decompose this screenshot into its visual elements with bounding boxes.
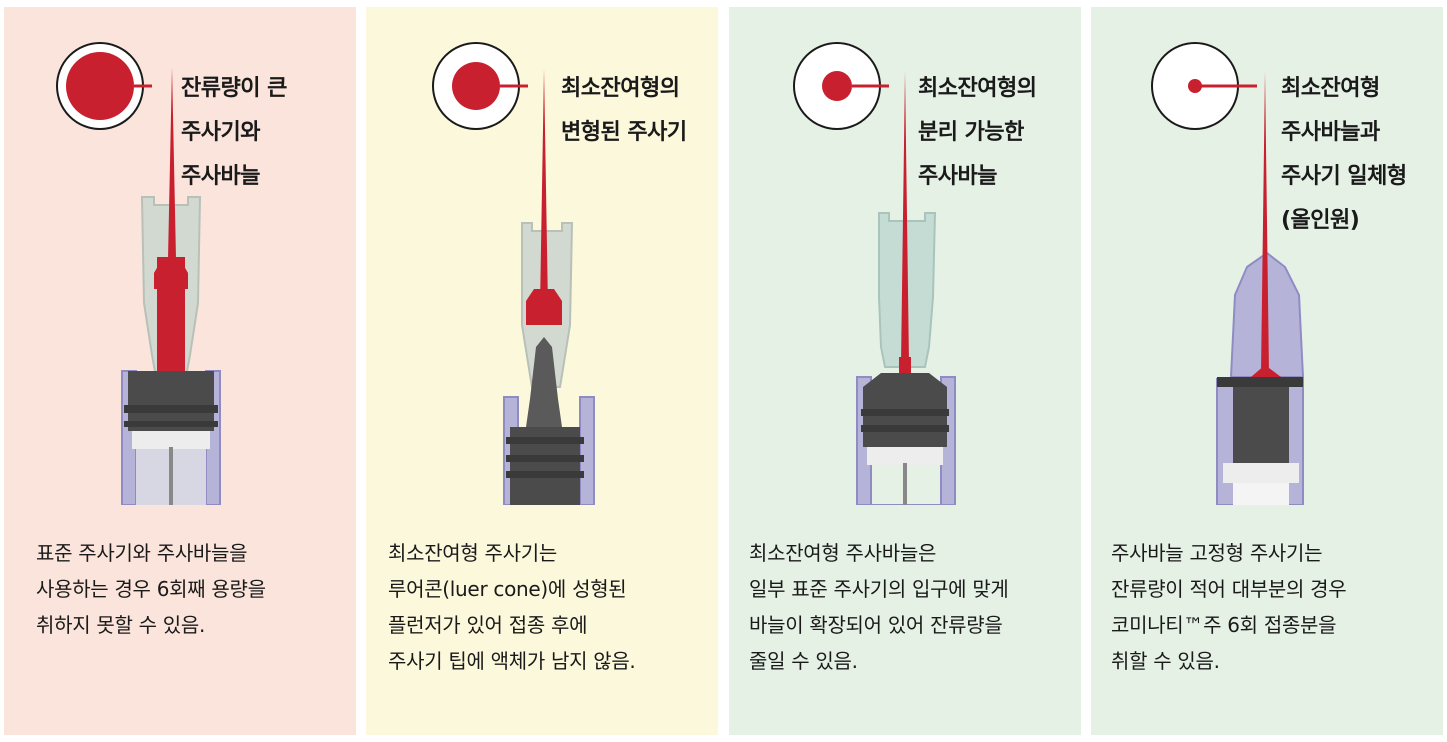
syringe-illustration [4, 7, 356, 505]
desc-line: 코미나티™주 6회 접종분을 [1111, 613, 1337, 637]
label-line: 주사바늘과 [1281, 120, 1380, 145]
label-line: 주사바늘 [918, 164, 997, 189]
panel-description: 주사바늘 고정형 주사기는 잔류량이 적어 대부분의 경우 코미나티™주 6회 … [1111, 535, 1347, 679]
panel-label: 최소잔여형의 변형된 주사기 [561, 67, 687, 155]
desc-line: 일부 표준 주사기의 입구에 맞게 [749, 577, 1009, 601]
label-line: 최소잔여형 [1281, 76, 1380, 101]
panel-description: 최소잔여형 주사바늘은 일부 표준 주사기의 입구에 맞게 바늘이 확장되어 있… [749, 535, 1009, 679]
label-line: 최소잔여형의 [561, 76, 680, 101]
syringe-illustration [366, 7, 718, 505]
desc-line: 루어콘(luer cone)에 성형된 [388, 577, 627, 601]
label-line: 잔류량이 큰 [181, 76, 287, 101]
desc-line: 플런저가 있어 접종 후에 [388, 613, 588, 637]
label-line: 주사바늘 [181, 164, 260, 189]
desc-line: 취할 수 있음. [1111, 649, 1220, 673]
desc-line: 주사기 팁에 액체가 남지 않음. [388, 649, 636, 673]
desc-line: 최소잔여형 주사기는 [388, 541, 557, 565]
desc-line: 줄일 수 있음. [749, 649, 858, 673]
panel-modified-syringe: 최소잔여형의 변형된 주사기 최소잔여형 주사기는 루어콘(luer cone)… [366, 7, 718, 735]
panel-description: 표준 주사기와 주사바늘을 사용하는 경우 6회째 용량을 취하지 못할 수 있… [36, 535, 266, 643]
label-line: 변형된 주사기 [561, 120, 687, 145]
syringe-illustration [1091, 7, 1443, 505]
desc-line: 취하지 못할 수 있음. [36, 613, 206, 637]
label-line: (올인원) [1281, 208, 1360, 233]
panel-label: 최소잔여형 주사바늘과 주사기 일체형 (올인원) [1281, 67, 1407, 243]
desc-line: 표준 주사기와 주사바늘을 [36, 541, 248, 565]
panel-standard-syringe: 잔류량이 큰 주사기와 주사바늘 표준 주사기와 주사바늘을 사용하는 경우 6… [4, 7, 356, 735]
panel-description: 최소잔여형 주사기는 루어콘(luer cone)에 성형된 플런저가 있어 접… [388, 535, 636, 679]
label-line: 분리 가능한 [918, 120, 1024, 145]
panel-detachable-needle: 최소잔여형의 분리 가능한 주사바늘 최소잔여형 주사바늘은 일부 표준 주사기… [729, 7, 1081, 735]
label-line: 주사기와 [181, 120, 260, 145]
desc-line: 바늘이 확장되어 있어 잔류량을 [749, 613, 1003, 637]
desc-line: 잔류량이 적어 대부분의 경우 [1111, 577, 1347, 601]
desc-line: 최소잔여형 주사바늘은 [749, 541, 937, 565]
desc-line: 사용하는 경우 6회째 용량을 [36, 577, 266, 601]
syringe-illustration [729, 7, 1081, 505]
label-line: 최소잔여형의 [918, 76, 1037, 101]
desc-line: 주사바늘 고정형 주사기는 [1111, 541, 1323, 565]
panel-label: 잔류량이 큰 주사기와 주사바늘 [181, 67, 287, 199]
label-line: 주사기 일체형 [1281, 164, 1407, 189]
panel-fixed-needle-syringe: 최소잔여형 주사바늘과 주사기 일체형 (올인원) 주사바늘 고정형 주사기는 … [1091, 7, 1443, 735]
panel-label: 최소잔여형의 분리 가능한 주사바늘 [918, 67, 1037, 199]
